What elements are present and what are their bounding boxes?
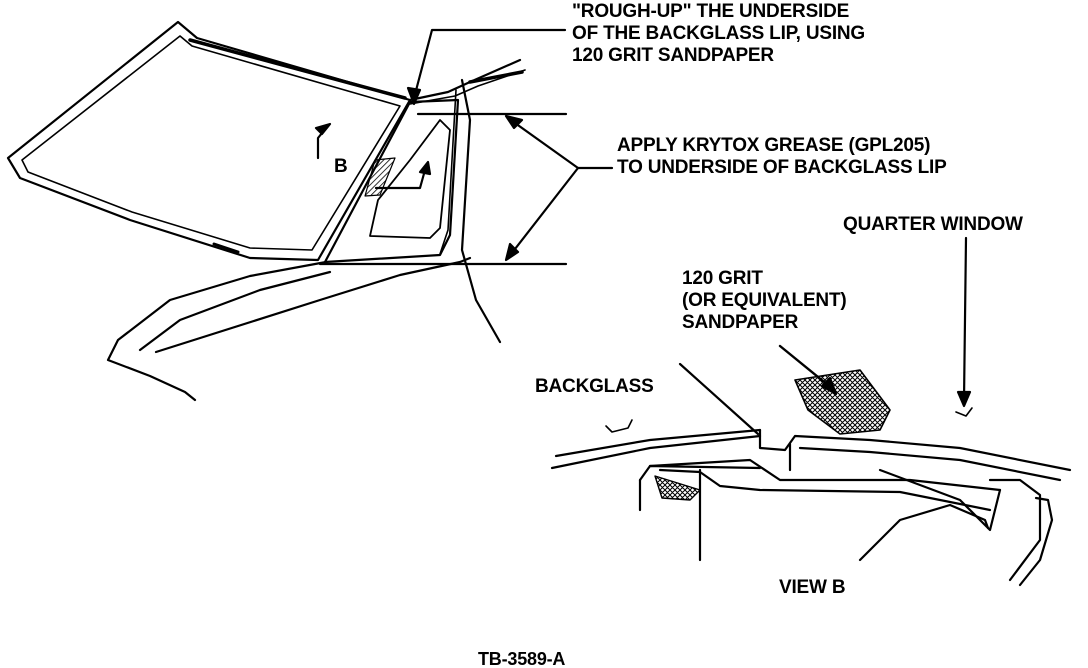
rough-up-line-3: 120 GRIT SANDPAPER (572, 45, 774, 66)
apply-grease-line-2: TO UNDERSIDE OF BACKGLASS LIP (617, 157, 947, 178)
backglass-leader (605, 419, 633, 433)
view-b-marker-label: B (334, 156, 348, 177)
sandpaper-line-2: (OR EQUIVALENT) (682, 290, 847, 311)
figure-id: TB-3589-A (478, 649, 566, 668)
sandpaper-line-1: 120 GRIT (682, 268, 763, 289)
sandpaper-line-3: SANDPAPER (682, 312, 799, 333)
grease-leaders (318, 112, 614, 266)
view-b-title: VIEW B (779, 577, 846, 598)
quarter-window-label: QUARTER WINDOW (843, 214, 1023, 235)
rough-up-callout: "ROUGH-UP" THE UNDERSIDE OF THE BACKGLAS… (572, 1, 865, 67)
apply-grease-line-1: APPLY KRYTOX GREASE (GPL205) (617, 135, 931, 156)
body-lines (106, 256, 472, 402)
apply-grease-callout: APPLY KRYTOX GREASE (GPL205) TO UNDERSID… (617, 135, 947, 179)
view-b-detail (550, 344, 1072, 587)
rough-up-leader (406, 28, 567, 106)
view-b-marker (314, 122, 432, 190)
windshield-glass (6, 20, 412, 262)
rough-up-line-2: OF THE BACKGLASS LIP, USING (572, 23, 865, 44)
quarter-window-overview (323, 98, 460, 264)
backglass-label: BACKGLASS (535, 376, 654, 397)
quarter-window-leader (955, 236, 973, 417)
rough-up-line-1: "ROUGH-UP" THE UNDERSIDE (572, 1, 850, 22)
sandpaper-callout: 120 GRIT (OR EQUIVALENT) SANDPAPER (682, 268, 847, 334)
